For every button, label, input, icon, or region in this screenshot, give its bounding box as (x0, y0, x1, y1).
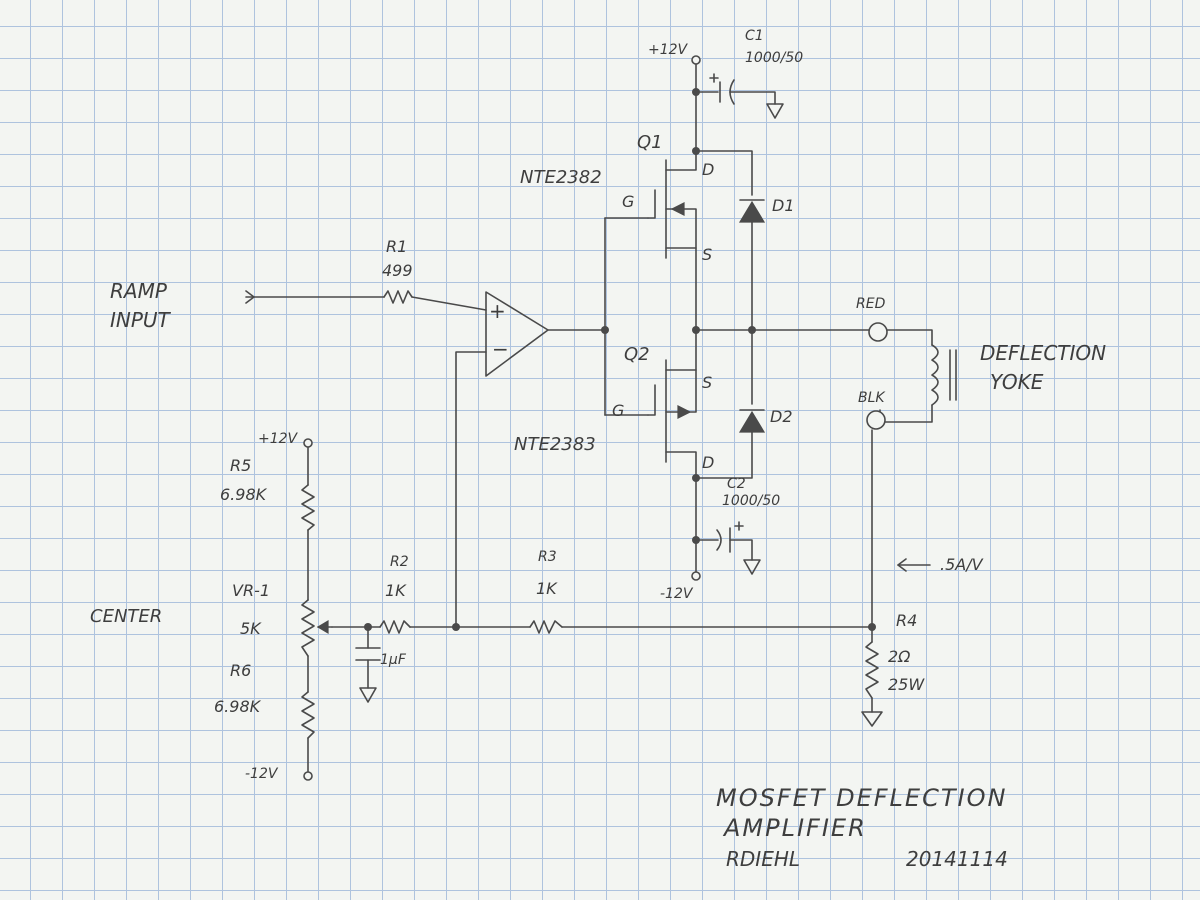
supply-terminal-pos-left (303, 438, 313, 448)
r6-ref: R6 (230, 661, 251, 680)
c1-value: 1000/50 (745, 50, 803, 66)
yoke-red-label: RED (856, 296, 886, 312)
neg-supply-label-bottom: -12V (660, 586, 694, 602)
yoke-label-1: DEFLECTION (980, 341, 1106, 365)
q1-part: NTE2382 (520, 167, 602, 188)
junction-dot (692, 88, 700, 96)
ground-icon (359, 687, 377, 703)
d2-ref: D2 (770, 407, 793, 426)
yoke-label-2: YOKE (990, 370, 1044, 394)
r2-value: 1K (385, 581, 407, 600)
capacitor-c3-icon (355, 647, 381, 661)
r1-value: 499 (382, 261, 413, 280)
r5-value: 6.98K (220, 485, 268, 504)
c2-value: 1000/50 (722, 493, 780, 509)
ground-icon (743, 559, 761, 575)
mosfet-q1-icon (647, 159, 697, 259)
q2-ref: Q2 (624, 344, 650, 365)
r4-value2: 25W (888, 675, 925, 694)
ramp-input-label-2: INPUT (110, 308, 172, 332)
ramp-input-label-1: RAMP (110, 279, 168, 303)
capacitor-c1-icon (709, 73, 735, 105)
supply-terminal-neg-bottom (691, 571, 701, 581)
vr1-value: 5K (240, 619, 262, 638)
resistor-r1-icon (383, 290, 413, 304)
opamp-plus: + (489, 299, 506, 323)
junction-dot (692, 326, 700, 334)
junction-dot (601, 326, 609, 334)
junction-dot (452, 623, 460, 631)
c3-value: 1µF (380, 652, 407, 668)
author: RDIEHL (726, 847, 800, 871)
labels: RAMP INPUT R1 499 + − +12V C1 1000/50 Q1… (90, 28, 1106, 871)
capacitor-c2-icon (716, 521, 744, 553)
date: 20141114 (906, 847, 1008, 871)
r3-value: 1K (536, 579, 558, 598)
inductor-yoke-icon (931, 344, 957, 406)
supply-terminal-neg-left (303, 771, 313, 781)
c2-ref: C2 (727, 476, 746, 492)
ground-icon (861, 711, 883, 727)
q2-source: S (702, 373, 712, 392)
resistor-r3-icon (529, 620, 563, 634)
resistor-r6-icon (301, 691, 315, 739)
junctions (364, 88, 876, 631)
junction-dot (692, 474, 700, 482)
potentiometer-vr1-icon (301, 599, 333, 657)
r5-ref: R5 (230, 456, 251, 475)
vr1-center-label: CENTER (90, 606, 162, 627)
r4-value1: 2Ω (888, 647, 911, 666)
pos-supply-label-left: +12V (258, 431, 299, 447)
q1-source: S (702, 245, 712, 264)
diode-d2-icon (738, 409, 766, 433)
diode-d1-icon (738, 199, 766, 223)
c1-ref: C1 (745, 28, 764, 44)
yoke-red-terminal (868, 322, 888, 342)
opamp-icon (485, 291, 549, 377)
supply-terminal-pos-top (691, 55, 701, 65)
q2-drain: D (702, 453, 714, 472)
resistor-r2-icon (379, 620, 411, 634)
q1-ref: Q1 (637, 132, 663, 153)
resistor-r4-icon (865, 641, 879, 699)
opamp-minus: − (492, 337, 509, 361)
q1-drain: D (702, 160, 714, 179)
junction-dot (364, 623, 372, 631)
arrow-left-icon (897, 558, 931, 572)
junction-dot (868, 623, 876, 631)
r2-ref: R2 (390, 554, 409, 570)
resistor-r5-icon (301, 484, 315, 531)
mosfet-q2-icon (647, 359, 697, 463)
r3-ref: R3 (538, 549, 557, 565)
r1-ref: R1 (386, 237, 407, 256)
junction-dot (748, 326, 756, 334)
q2-gate: G (612, 401, 624, 420)
junction-dot (692, 147, 700, 155)
q1-gate: G (622, 192, 634, 211)
junction-dot (692, 536, 700, 544)
pos-supply-label-top: +12V (648, 42, 689, 58)
d1-ref: D1 (772, 196, 795, 215)
sense-label: .5A/V (940, 555, 984, 574)
title-line-2: AMPLIFIER (722, 814, 867, 842)
ground-icon (766, 103, 784, 119)
neg-supply-label-left: -12V (245, 766, 279, 782)
title-line-1: MOSFET DEFLECTION (716, 784, 1007, 812)
r6-value: 6.98K (214, 697, 262, 716)
yoke-blk-label: BLK (858, 390, 886, 406)
r4-ref: R4 (896, 611, 917, 630)
yoke-blk-terminal (866, 410, 886, 430)
vr1-ref: VR-1 (232, 581, 270, 600)
q2-part: NTE2383 (514, 434, 596, 455)
